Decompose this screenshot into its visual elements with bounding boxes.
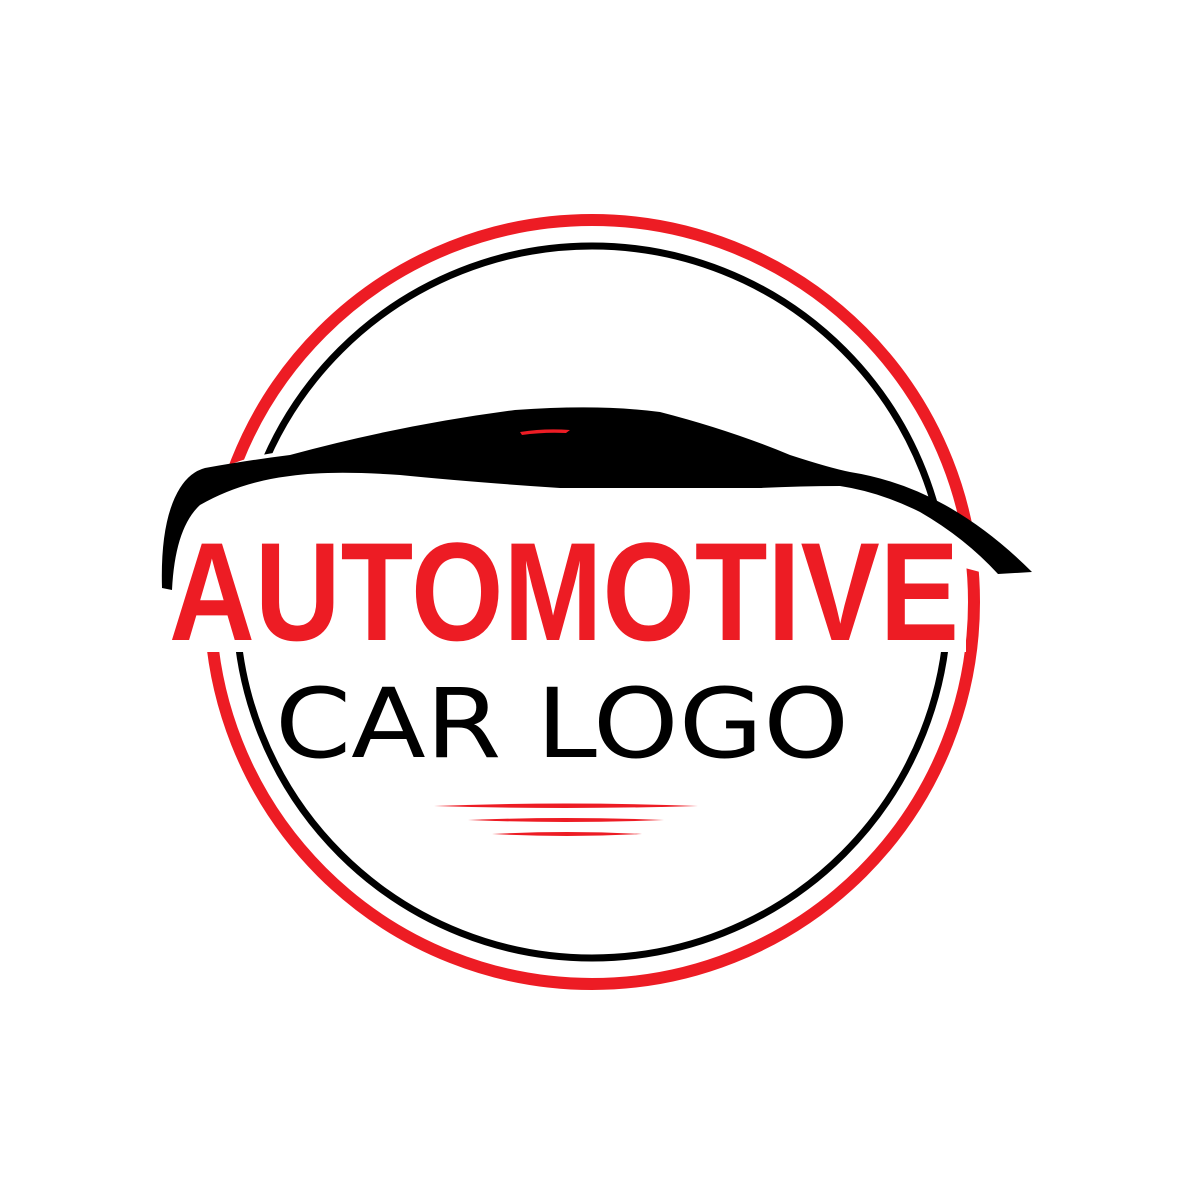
logo-subtitle: CAR LOGO (275, 668, 849, 780)
car-silhouette-icon (161, 407, 1032, 590)
logo-title: AUTOMOTIVE (169, 513, 959, 670)
title-knockout (160, 520, 966, 652)
speed-line-1 (434, 803, 698, 808)
speed-line-3 (492, 832, 642, 836)
speed-line-2 (468, 818, 664, 822)
speed-lines-icon (434, 803, 698, 836)
